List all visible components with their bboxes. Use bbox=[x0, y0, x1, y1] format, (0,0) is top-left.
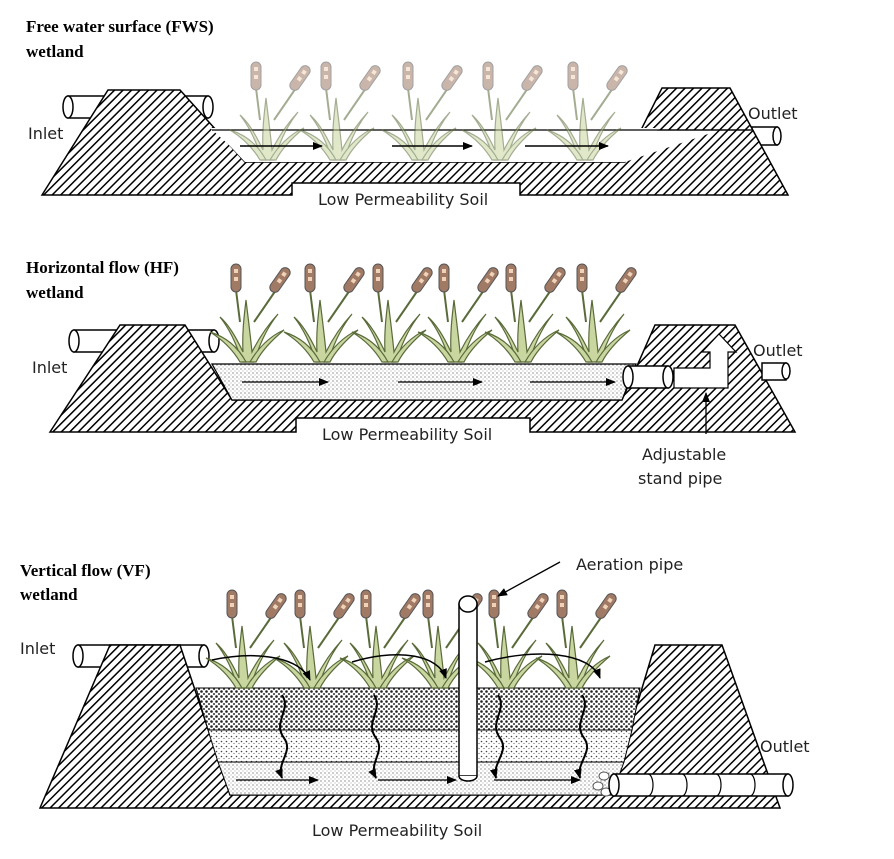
hf-inlet-label: Inlet bbox=[32, 358, 67, 377]
fws-section: Free water surface (FWS) wetland bbox=[26, 17, 798, 209]
hf-reeds bbox=[209, 263, 640, 363]
hf-embankment bbox=[48, 324, 797, 433]
vf-fine-layer bbox=[217, 761, 625, 796]
vf-medium-layer bbox=[207, 729, 633, 763]
hf-standpipe-label-line2: stand pipe bbox=[638, 469, 722, 488]
vf-soil-label: Low Permeability Soil bbox=[312, 821, 482, 840]
hf-standpipe-label-line1: Adjustable bbox=[642, 445, 726, 464]
vf-vertical-flow bbox=[368, 694, 381, 779]
vf-inlet-label: Inlet bbox=[20, 639, 55, 658]
vf-coarse-layer bbox=[195, 687, 641, 731]
fws-inlet-label: Inlet bbox=[28, 124, 63, 143]
hf-title-line2: wetland bbox=[26, 283, 84, 302]
vf-outlet-pipe bbox=[608, 773, 794, 797]
vf-aeration-pipe bbox=[458, 595, 478, 782]
hf-section: Horizontal flow (HF) wetland bbox=[26, 258, 803, 488]
vf-title-line1: Vertical flow (VF) bbox=[20, 561, 151, 580]
vf-vertical-flow bbox=[275, 694, 289, 779]
hf-title-line1: Horizontal flow (HF) bbox=[26, 258, 179, 277]
hf-stand-pipe bbox=[673, 333, 738, 389]
vf-aeration-pointer bbox=[497, 561, 561, 597]
vf-vertical-flow bbox=[489, 694, 505, 779]
vf-reeds bbox=[205, 589, 620, 689]
fws-soil-label: Low Permeability Soil bbox=[318, 190, 488, 209]
hf-outlet-pipe bbox=[622, 362, 791, 389]
fws-outlet-label: Outlet bbox=[748, 104, 798, 123]
hf-outlet-label: Outlet bbox=[753, 341, 803, 360]
vf-outlet-label: Outlet bbox=[760, 737, 810, 756]
vf-distribution-arrow bbox=[351, 654, 447, 679]
hf-soil-label: Low Permeability Soil bbox=[322, 425, 492, 444]
vf-vertical-flow bbox=[573, 694, 589, 779]
fws-embankment bbox=[40, 87, 790, 196]
vf-section: Vertical flow (VF) wetland bbox=[20, 555, 810, 840]
vf-title-line2: wetland bbox=[20, 585, 78, 604]
vf-stones bbox=[592, 771, 612, 797]
vf-distribution-arrow bbox=[211, 655, 311, 681]
fws-title-line2: wetland bbox=[26, 42, 84, 61]
vf-aeration-label: Aeration pipe bbox=[576, 555, 683, 574]
fws-title-line1: Free water surface (FWS) bbox=[26, 17, 214, 36]
vf-distribution-arrow bbox=[484, 653, 601, 679]
